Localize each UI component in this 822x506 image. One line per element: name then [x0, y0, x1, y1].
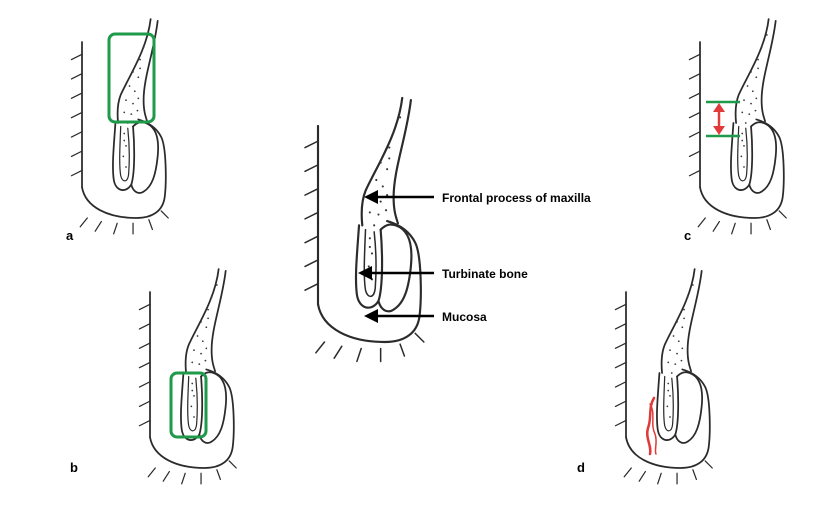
highlight-box-frontal-process	[107, 32, 156, 124]
label-mucosa: Mucosa	[442, 310, 487, 324]
measure-arrow	[713, 103, 725, 135]
panel-d-sketch	[614, 268, 714, 485]
label-turbinate-bone: Turbinate bone	[442, 267, 528, 281]
callout-turbinate-bone	[358, 266, 434, 280]
panel-c-sketch	[688, 18, 788, 235]
highlight-box-turbinate	[169, 371, 208, 439]
panel-b-sketch	[138, 268, 238, 485]
panel-letter-d: d	[577, 460, 585, 475]
label-frontal-process: Frontal process of maxilla	[442, 191, 591, 205]
callout-mucosa	[364, 309, 434, 323]
callout-frontal-process	[364, 190, 434, 204]
center-sketch	[303, 96, 425, 363]
panel-letter-b: b	[70, 460, 78, 475]
measure-lines	[706, 100, 740, 138]
panel-letter-c: c	[684, 228, 691, 243]
panel-letter-a: a	[66, 228, 74, 243]
mucosa-mark-2	[649, 403, 657, 455]
